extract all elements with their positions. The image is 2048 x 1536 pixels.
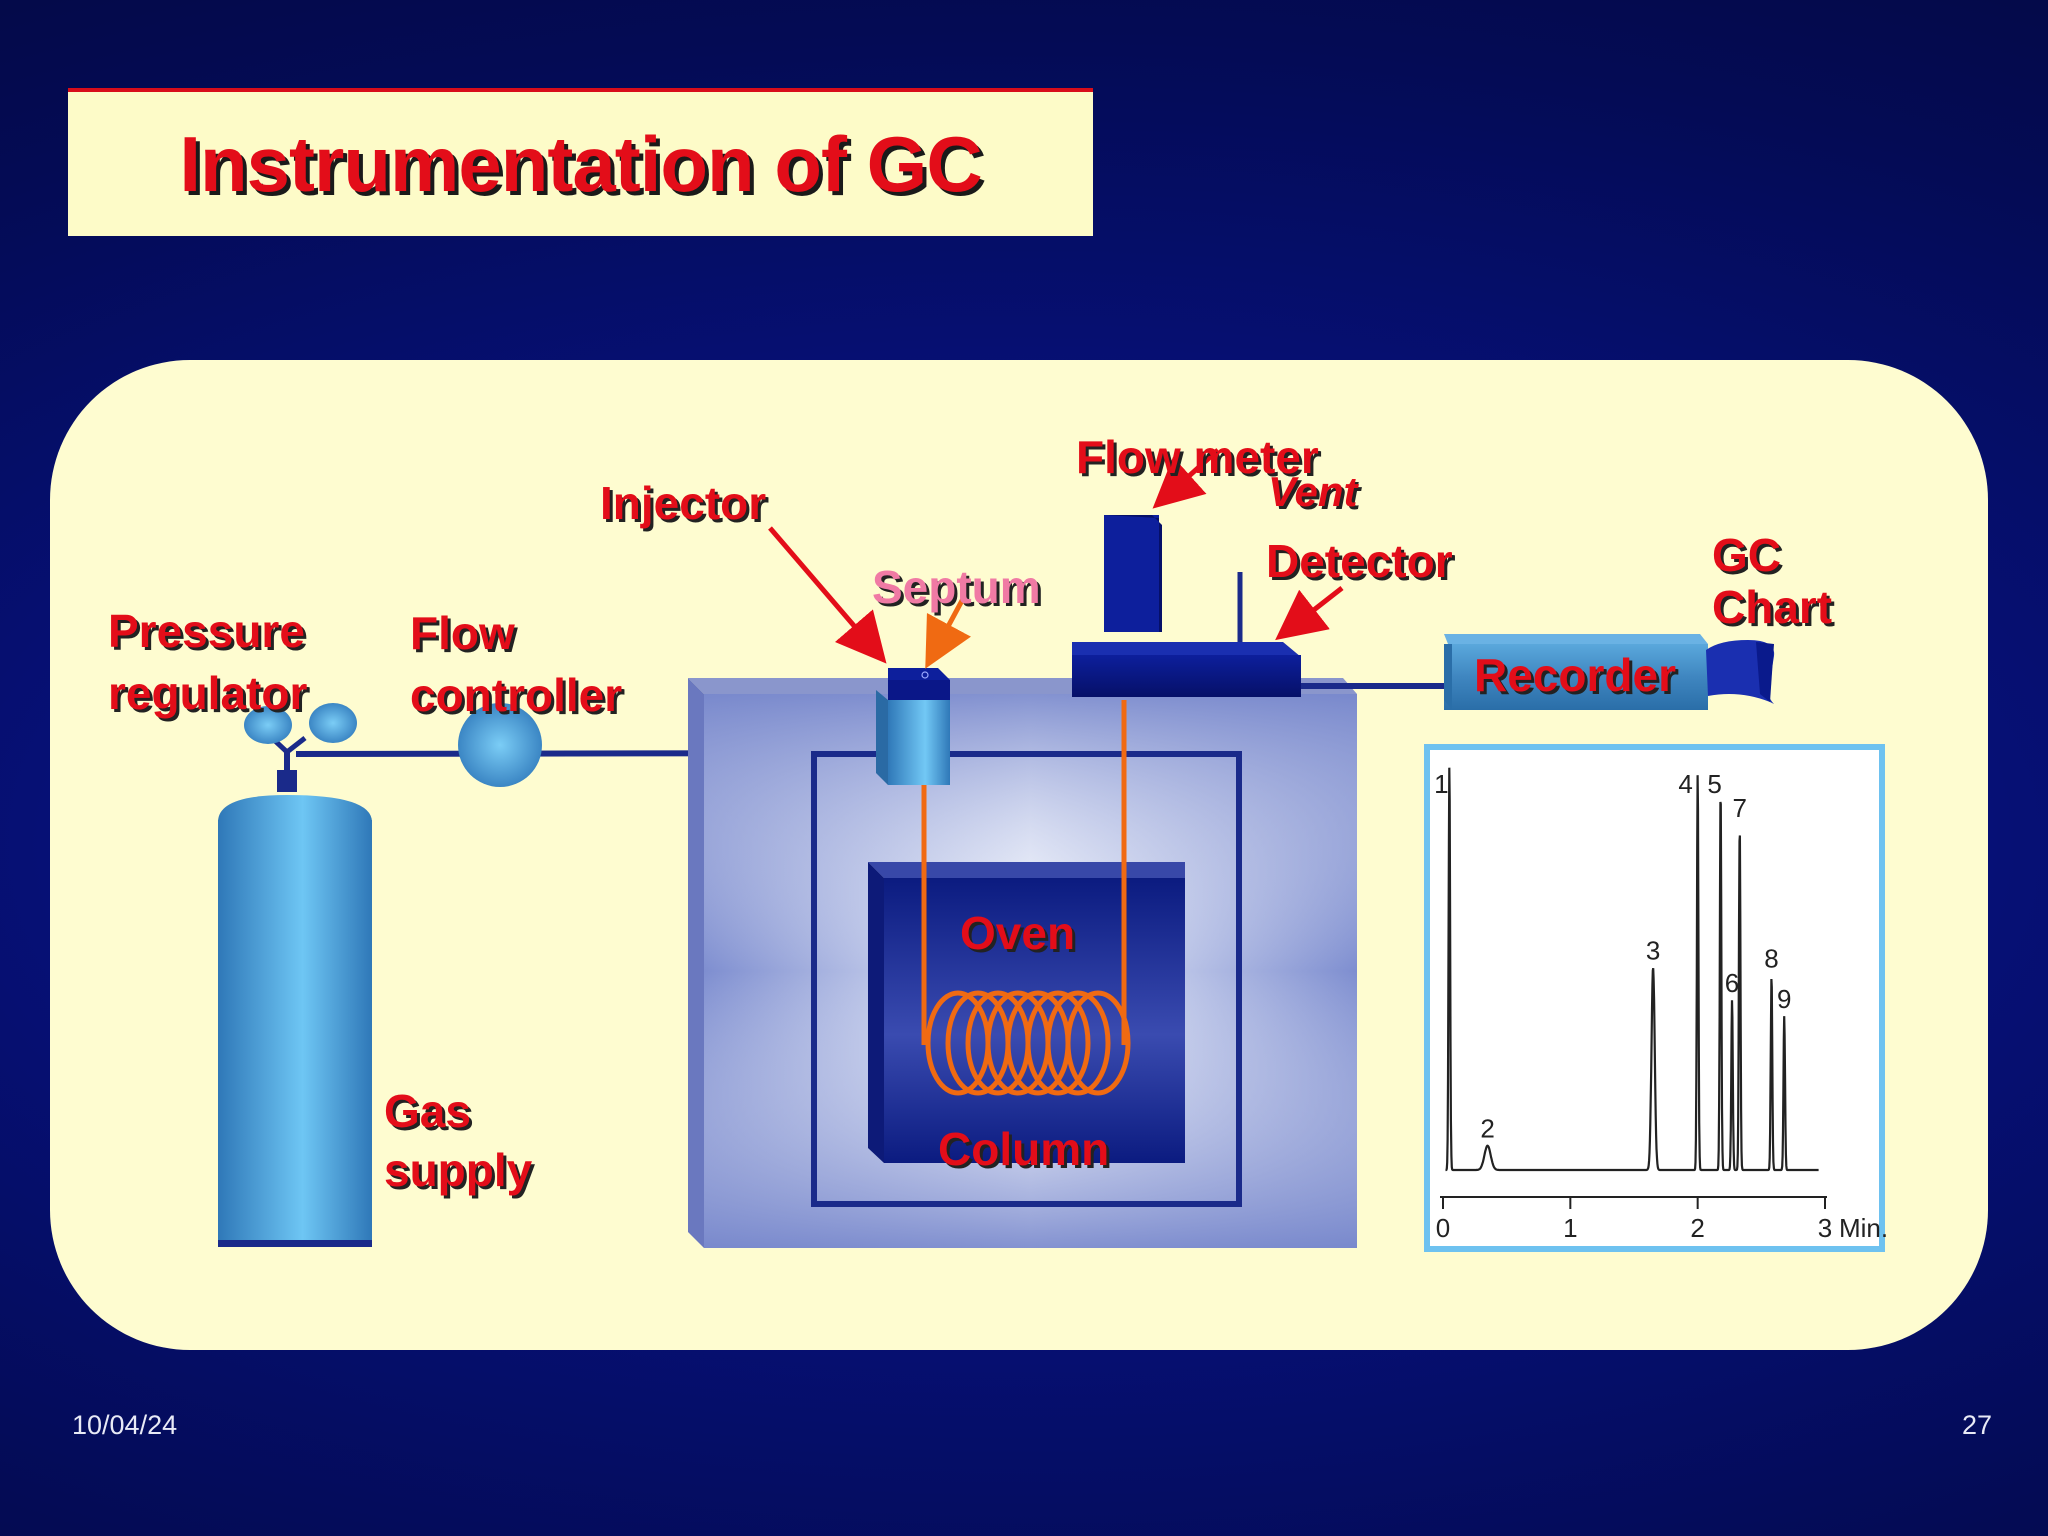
septum-arrow: [925, 593, 971, 669]
label-detector: Detector: [1266, 535, 1453, 587]
chromatogram-peak-label: 3: [1646, 936, 1660, 966]
chromatogram-tick-label: 1: [1563, 1213, 1577, 1243]
injector-arrow: [768, 526, 887, 664]
label-arrows: [768, 448, 1344, 669]
label-oven: Oven: [960, 907, 1076, 959]
chromatogram-peak-label: 7: [1732, 793, 1746, 823]
chromatogram-peak-label: 6: [1725, 968, 1739, 998]
label-recorder: Recorder: [1474, 649, 1676, 701]
injector: [876, 668, 950, 785]
chromatogram-x-unit: Min.: [1839, 1213, 1888, 1243]
detector-arrow: [1275, 586, 1344, 641]
pressure-regulator: [244, 703, 357, 770]
flow-controller: [458, 703, 542, 787]
oven-chamber: [868, 862, 1185, 1163]
title-box: Instrumentation of GC: [68, 88, 1093, 236]
label-gas-supply: Gas supply: [384, 1085, 533, 1196]
chromatogram-peak-label: 5: [1707, 769, 1721, 799]
slide-page-number: 27: [1961, 1410, 1992, 1440]
label-flow-meter: Flow meter: [1076, 431, 1319, 483]
recorder: [1444, 634, 1775, 710]
flow-meter: [1104, 515, 1162, 632]
slide-date: 10/04/24: [72, 1410, 178, 1440]
chromatogram-tick-label: 0: [1436, 1213, 1450, 1243]
label-injector: Injector: [600, 477, 767, 529]
chromatogram-tick-label: 2: [1690, 1213, 1704, 1243]
label-flow-controller: Flow controller: [410, 607, 623, 722]
chromatogram-peak-label: 9: [1777, 984, 1791, 1014]
flow-meter-arrow: [1152, 448, 1220, 509]
column-coil: [925, 990, 1131, 1096]
label-septum: Septum: [872, 561, 1041, 613]
chromatogram-peak-label: 2: [1480, 1114, 1494, 1144]
column-tubing: [921, 700, 1127, 1045]
chromatogram-trace: [1445, 767, 1819, 1172]
chromatogram-peak-label: 8: [1764, 944, 1778, 974]
gas-cylinder: [218, 770, 372, 1247]
detector: [1072, 642, 1301, 697]
label-column: Column: [938, 1123, 1110, 1175]
chromatogram-tick-label: 3: [1818, 1213, 1832, 1243]
chromatogram-peak-label: 1: [1434, 769, 1448, 799]
label-gc-chart: GC Chart: [1712, 529, 1833, 633]
label-pressure-regulator: Pressure regulator: [108, 605, 308, 720]
chromatogram-peak-label: 4: [1678, 769, 1692, 799]
slide-title: Instrumentation of GC: [179, 119, 982, 208]
label-vent: Vent: [1268, 468, 1358, 515]
